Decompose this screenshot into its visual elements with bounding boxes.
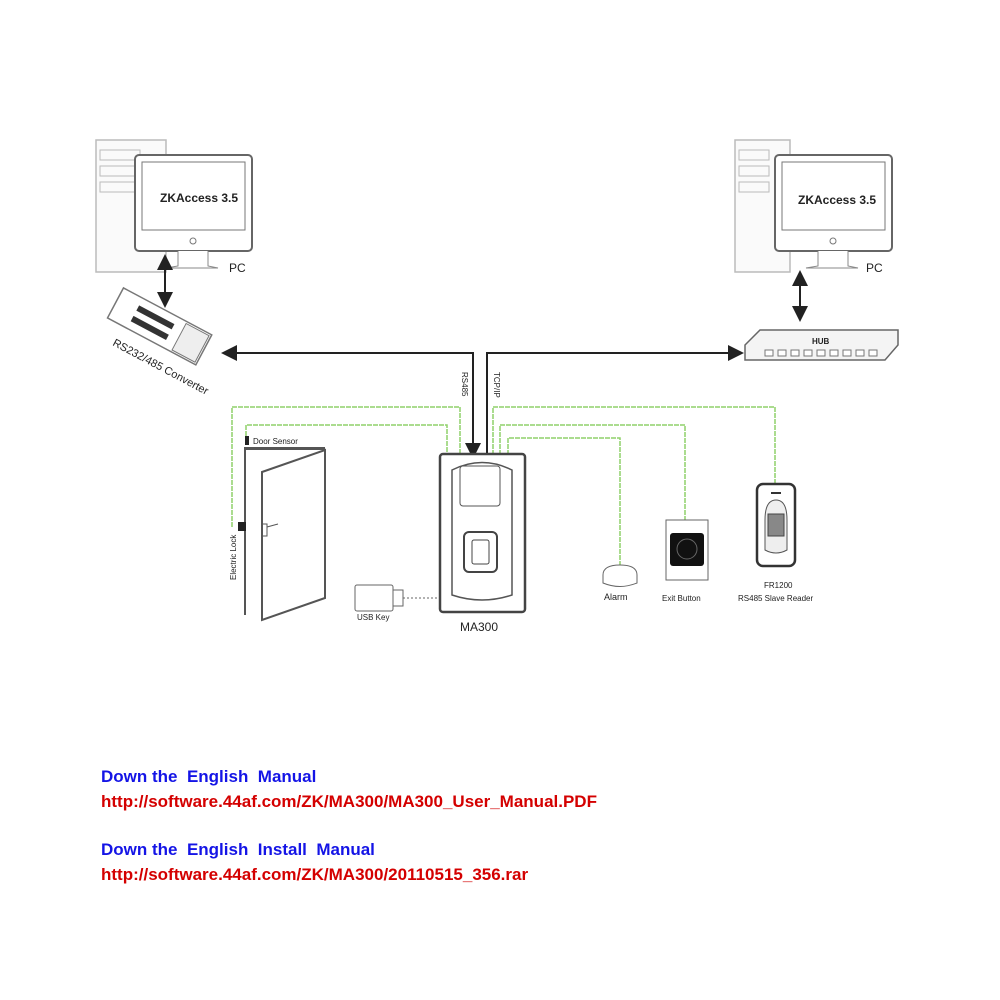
manual-title: Down the English Manual xyxy=(101,767,317,786)
alarm: Alarm xyxy=(602,564,638,602)
install-manual-title: Down the English Install Manual xyxy=(101,840,375,859)
reader-label: FR1200 xyxy=(764,581,793,590)
usb-key-icon xyxy=(354,584,394,612)
manual-links: Down the English Manual http://software.… xyxy=(101,764,597,887)
door-icon xyxy=(261,448,326,622)
exit-button-label: Exit Button xyxy=(662,594,701,603)
network-hub: HUB xyxy=(744,329,899,361)
ma300-label: MA300 xyxy=(460,620,498,634)
right-pc-screen-text: ZKAccess 3.5 xyxy=(798,193,876,207)
exit-button: EXIT Exit Button xyxy=(662,519,709,603)
tcpip-label: TCP/IP xyxy=(492,372,501,398)
usb-key-label: USB Key xyxy=(357,613,389,622)
electric-lock-icon xyxy=(238,522,246,531)
alarm-icon xyxy=(602,564,638,587)
usb-key: USB Key xyxy=(354,584,440,622)
left-pc-label: PC xyxy=(229,261,246,275)
right-pc: ZKAccess 3.5 PC xyxy=(734,139,893,275)
install-manual-url-link[interactable]: http://software.44af.com/ZK/MA300/201105… xyxy=(101,865,529,884)
door: Door Sensor Electric Lock xyxy=(229,436,326,622)
left-pc-screen-text: ZKAccess 3.5 xyxy=(160,191,238,205)
alarm-label: Alarm xyxy=(604,592,628,602)
reader-sublabel: RS485 Slave Reader xyxy=(738,594,813,603)
ma300-device: MA300 xyxy=(438,452,527,634)
left-pc: ZKAccess 3.5 PC xyxy=(95,139,253,275)
fr1200-reader: FR1200 RS485 Slave Reader xyxy=(738,482,813,603)
rs232-485-converter xyxy=(106,286,213,366)
right-pc-label: PC xyxy=(866,261,883,275)
wiring xyxy=(231,406,776,565)
hub-label: HUB xyxy=(812,337,830,346)
exit-text: EXIT xyxy=(681,569,690,574)
manual-url-link[interactable]: http://software.44af.com/ZK/MA300/MA300_… xyxy=(101,792,597,811)
door-sensor-icon xyxy=(245,436,249,445)
electric-lock-label: Electric Lock xyxy=(229,534,238,580)
door-sensor-label: Door Sensor xyxy=(253,437,298,446)
rs485-label: RS485 xyxy=(460,372,469,397)
